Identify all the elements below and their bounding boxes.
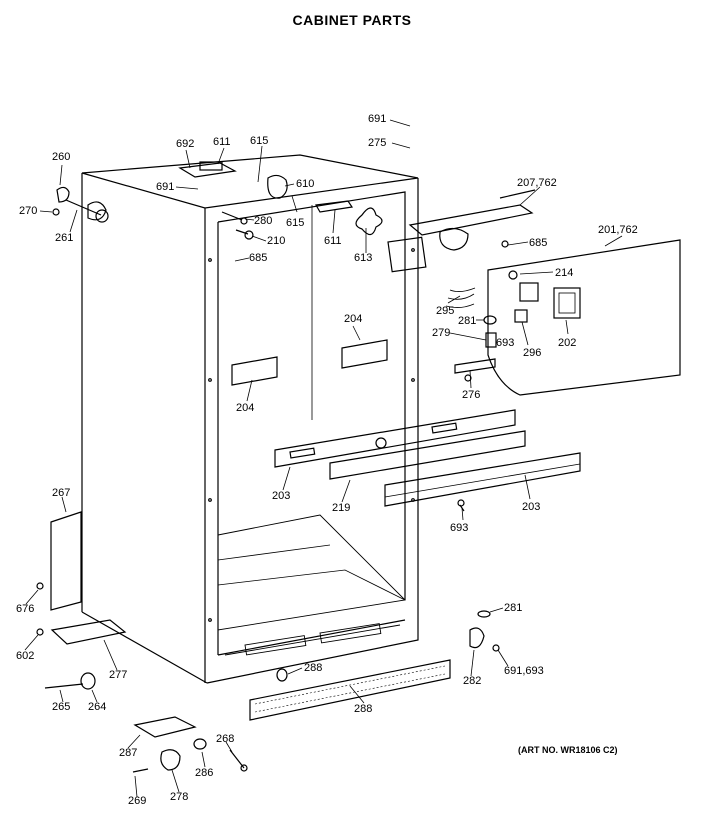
callout-602: 602 xyxy=(16,650,34,662)
callout-615: 615 xyxy=(286,217,304,229)
art-number: (ART NO. WR18106 C2) xyxy=(518,745,618,755)
callout-261: 261 xyxy=(55,232,73,244)
rails xyxy=(274,409,581,507)
callout-277: 277 xyxy=(109,669,127,681)
callout-287: 287 xyxy=(119,747,137,759)
callout-203: 203 xyxy=(272,490,290,502)
callout-692: 692 xyxy=(176,138,194,150)
control-panel xyxy=(445,239,681,396)
callout-281: 281 xyxy=(504,602,522,614)
callout-279: 279 xyxy=(432,327,450,339)
callout-610: 610 xyxy=(296,178,314,190)
callout-615: 615 xyxy=(250,135,268,147)
callout-202: 202 xyxy=(558,337,576,349)
callout-204: 204 xyxy=(344,313,362,325)
callout-691: 691 xyxy=(156,181,174,193)
callout-labels: 691 275 692 611 615 260 610 207,762 270 691 280 615… xyxy=(16,113,638,807)
callout-260: 260 xyxy=(52,151,70,163)
callout-611: 611 xyxy=(324,235,342,247)
callout-264: 264 xyxy=(88,701,106,713)
callout-693: 693 xyxy=(496,337,514,349)
callout-278: 278 xyxy=(170,791,188,803)
callout-295: 295 xyxy=(436,305,454,317)
lower-parts xyxy=(36,499,500,773)
callout-611: 611 xyxy=(213,136,231,148)
callout-275: 275 xyxy=(368,137,386,149)
callout-613: 613 xyxy=(354,252,372,264)
callout-280: 280 xyxy=(254,215,272,227)
callout-685: 685 xyxy=(249,252,267,264)
leader-lines xyxy=(24,119,623,798)
fan-motor-assembly xyxy=(355,189,536,273)
callout-207-762: 207,762 xyxy=(517,177,557,189)
callout-203: 203 xyxy=(522,501,540,513)
callout-676: 676 xyxy=(16,603,34,615)
callout-691: 691 xyxy=(368,113,386,125)
callout-219: 219 xyxy=(332,502,350,514)
callout-282: 282 xyxy=(463,675,481,687)
callout-286: 286 xyxy=(195,767,213,779)
cabinet-shell xyxy=(81,154,419,684)
callout-685: 685 xyxy=(529,237,547,249)
callout-268: 268 xyxy=(216,733,234,745)
callout-204: 204 xyxy=(236,402,254,414)
top-hinge-assembly xyxy=(52,161,354,240)
callout-267: 267 xyxy=(52,487,70,499)
callout-288: 288 xyxy=(304,662,322,674)
callout-214: 214 xyxy=(555,267,573,279)
callout-281: 281 xyxy=(458,315,476,327)
callout-210: 210 xyxy=(267,235,285,247)
page-title: CABINET PARTS xyxy=(292,12,412,28)
callout-269: 269 xyxy=(128,795,146,807)
callout-288: 288 xyxy=(354,703,372,715)
callout-270: 270 xyxy=(19,205,37,217)
callout-296: 296 xyxy=(523,347,541,359)
callout-265: 265 xyxy=(52,701,70,713)
callout-276: 276 xyxy=(462,389,480,401)
callout-691-693: 691,693 xyxy=(504,665,544,677)
brackets-204 xyxy=(231,339,388,386)
callout-201-762: 201,762 xyxy=(598,224,638,236)
callout-693: 693 xyxy=(450,522,468,534)
